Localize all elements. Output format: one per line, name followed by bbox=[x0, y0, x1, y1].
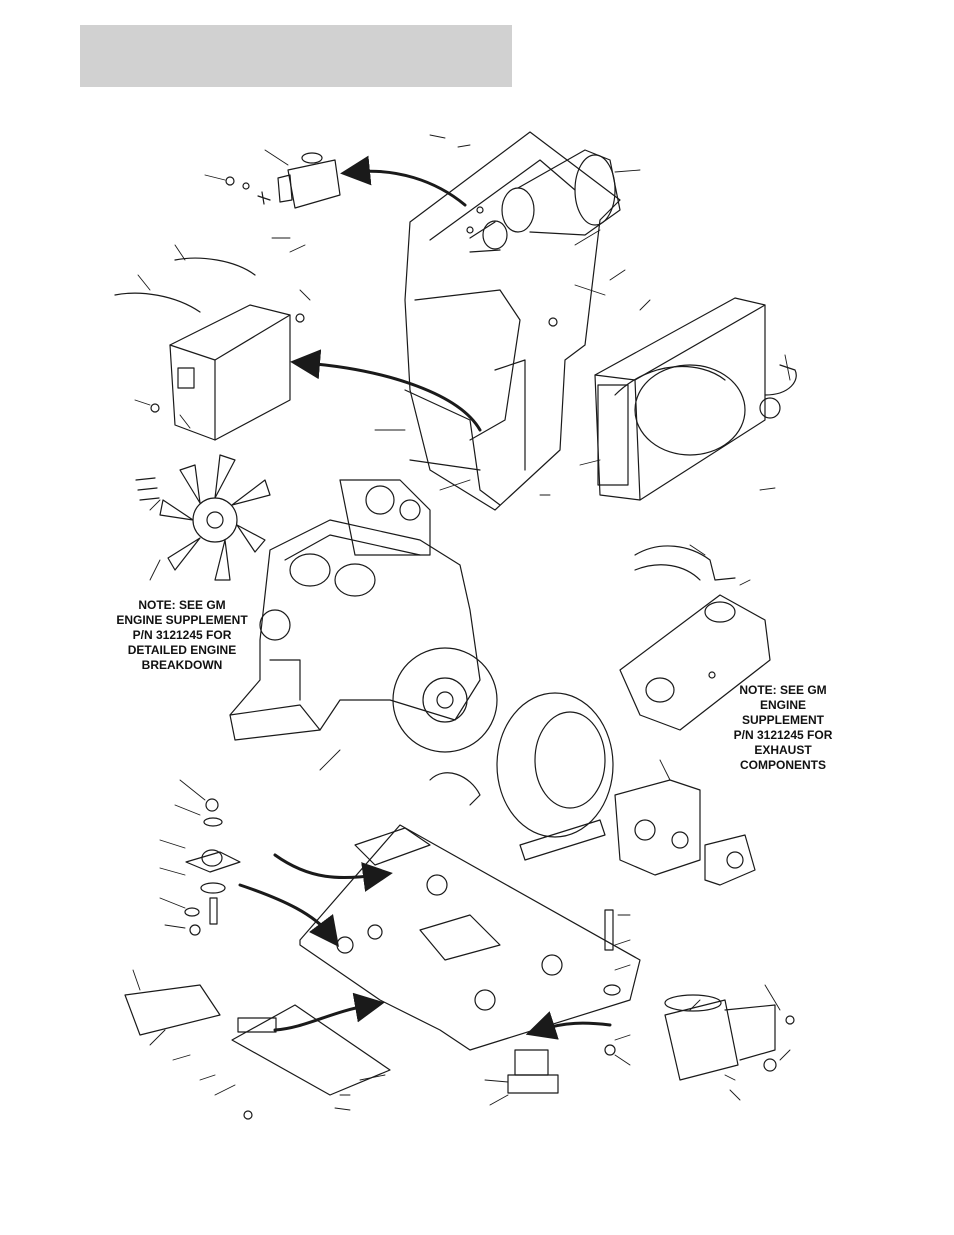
note-line: P/N 3121245 FOR bbox=[96, 628, 268, 643]
note-line: ENGINE SUPPLEMENT bbox=[96, 613, 268, 628]
assembly-arrows bbox=[240, 171, 610, 1030]
mount-pads bbox=[508, 910, 620, 1093]
cooling-fan bbox=[136, 455, 270, 580]
flywheel bbox=[393, 648, 497, 752]
note-line: NOTE: SEE GM bbox=[96, 598, 268, 613]
note-line: NOTE: SEE GM bbox=[724, 683, 842, 698]
note-line: DETAILED ENGINE bbox=[96, 643, 268, 658]
exhaust-supplement-note: NOTE: SEE GM ENGINE SUPPLEMENT P/N 31212… bbox=[724, 683, 842, 773]
engine-mounts bbox=[185, 799, 240, 935]
note-line: COMPONENTS bbox=[724, 758, 842, 773]
engine-base-plate bbox=[300, 825, 640, 1050]
hydraulic-pump bbox=[615, 780, 755, 885]
note-line: P/N 3121245 FOR bbox=[724, 728, 842, 743]
battery-box bbox=[115, 258, 304, 440]
note-line: EXHAUST bbox=[724, 743, 842, 758]
hydraulic-tank bbox=[665, 995, 794, 1080]
note-line: BREAKDOWN bbox=[96, 658, 268, 673]
note-line: SUPPLEMENT bbox=[724, 713, 842, 728]
engine-supplement-note: NOTE: SEE GM ENGINE SUPPLEMENT P/N 31212… bbox=[96, 598, 268, 673]
side-shields bbox=[125, 985, 390, 1119]
radiator bbox=[595, 298, 796, 500]
note-line: ENGINE bbox=[724, 698, 842, 713]
